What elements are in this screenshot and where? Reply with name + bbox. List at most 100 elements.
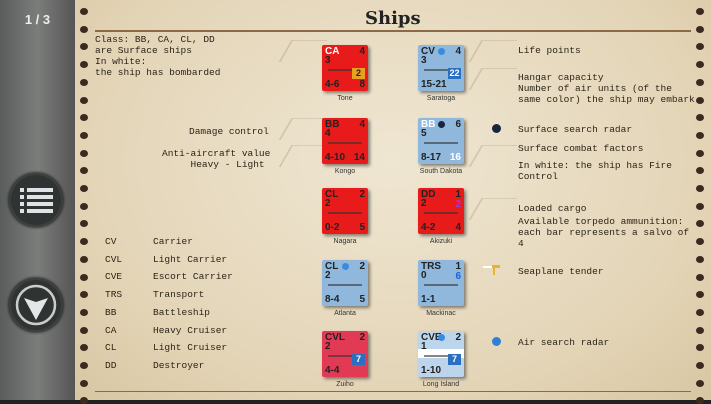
binder-hole [80,96,88,104]
counter-combat: 16 [449,152,461,163]
counter-aa: 1-10 [421,365,442,376]
hangar-note: Hangar capacity Number of air units (of … [518,72,695,105]
ships-reference-sheet: Ships Class: BB, CA, CL, DD are Surface … [75,0,711,404]
counter-cargo: 6 [455,271,461,282]
binder-hole [696,326,704,334]
binder-hole [696,308,704,316]
counter-life: 1 [455,189,461,200]
abbr-code: CVE [105,271,123,283]
binder-hole [696,61,704,69]
counter-aa: 8-17 [421,152,442,163]
damage-control-note: Damage control [189,126,269,137]
ship-name: Tone [337,95,353,102]
abbr-name: Escort Carrier [153,271,233,283]
binder-hole [80,43,88,51]
anti-aircraft-note: Anti-aircraft value Heavy - Light [162,148,271,170]
air-radar-icon [438,48,445,55]
counter-type: DD [421,189,436,200]
counter-life: 2 [359,189,365,200]
torpedo-note: Available torpedo ammunition: each bar r… [518,216,690,249]
binder-hole [80,379,88,387]
binder-hole [696,25,704,33]
ship-counter[interactable]: TRS 1 0 1-1 6 [418,260,464,306]
binder-hole [80,220,88,228]
binder-hole [80,202,88,210]
surface-radar-icon [438,121,445,128]
ship-silhouette [328,69,362,71]
counter-life: 6 [455,119,461,130]
binder-hole [696,273,704,281]
binder-hole [80,8,88,15]
counter-damage-control: 2 [325,270,331,281]
binder-hole [696,397,704,404]
binder-hole [80,291,88,299]
binder-hole [696,255,704,263]
ship-counter[interactable]: CL 2 2 8-4 5 [322,260,368,306]
counter-damage-control: 3 [421,55,427,66]
counter-combat: 5 [359,294,365,305]
binder-hole [696,220,704,228]
counter-combat: 14 [353,152,365,163]
ship-counter[interactable]: CV 4 3 15-21 22 [418,45,464,91]
abbr-name: Transport [153,289,205,301]
counter-life: 1 [455,261,461,272]
ship-counter[interactable]: CVE 2 1 1-10 7 [418,331,464,377]
counter-cargo: 2 [455,199,461,210]
binder-hole [80,114,88,122]
counter-box: 2 [352,68,365,79]
binder-hole [80,78,88,86]
counter-combat: 8 [359,79,365,90]
surface-radar-note: Surface search radar [518,124,633,135]
ship-name: Mackinac [426,310,456,317]
binder-hole [80,25,88,33]
counter-type: CVE [421,332,442,343]
counter-combat: 5 [359,222,365,233]
ship-silhouette [328,212,362,214]
abbr-code: BB [105,306,117,318]
counter-box: 7 [352,354,365,365]
ship-silhouette [424,212,458,214]
counter-type: CVL [325,332,345,343]
binder-hole [696,291,704,299]
air-radar-icon [342,263,349,270]
binder-hole [80,308,88,316]
binder-hole [696,344,704,352]
abbr-name: Heavy Cruiser [153,324,228,336]
binder-hole [80,238,88,246]
binder-hole [80,131,88,139]
list-icon [20,188,53,213]
fire-control-note: In white: the ship has Fire Control [518,160,672,182]
binder-hole [80,185,88,192]
abbr-code: DD [105,359,117,371]
ship-counter[interactable]: BB 6 5 8-17 16 [418,118,464,164]
next-button[interactable] [9,278,63,332]
counter-type: CA [325,46,340,57]
counter-damage-control: 4 [325,128,331,139]
binder-hole [80,326,88,334]
counter-damage-control: 5 [421,128,427,139]
abbr-name: Light Carrier [153,253,228,265]
counter-damage-control: 3 [325,55,331,66]
counter-life: 2 [359,332,365,343]
page-indicator: 1 / 3 [24,12,51,27]
ship-counter[interactable]: BB 4 4 4-10 14 [322,118,368,164]
binder-hole [696,96,704,104]
counter-life: 4 [359,46,365,57]
binder-hole [696,362,704,369]
ship-silhouette [424,69,458,71]
ship-counter[interactable]: CL 2 2 0-2 5 [322,188,368,234]
ship-counter[interactable]: CVL 2 2 4-4 7 [322,331,368,377]
index-button[interactable] [9,173,63,227]
binder-hole [80,362,88,369]
air-radar-note: Air search radar [518,337,610,348]
binder-hole [696,8,704,15]
ship-silhouette [328,355,362,357]
class-note: Class: BB, CA, CL, DD are Surface ships … [95,34,221,78]
binder-hole [696,131,704,139]
binder-hole [696,167,704,175]
ship-name: Kongo [334,168,356,175]
counter-aa: 15-21 [421,79,447,90]
counter-life: 4 [359,119,365,130]
